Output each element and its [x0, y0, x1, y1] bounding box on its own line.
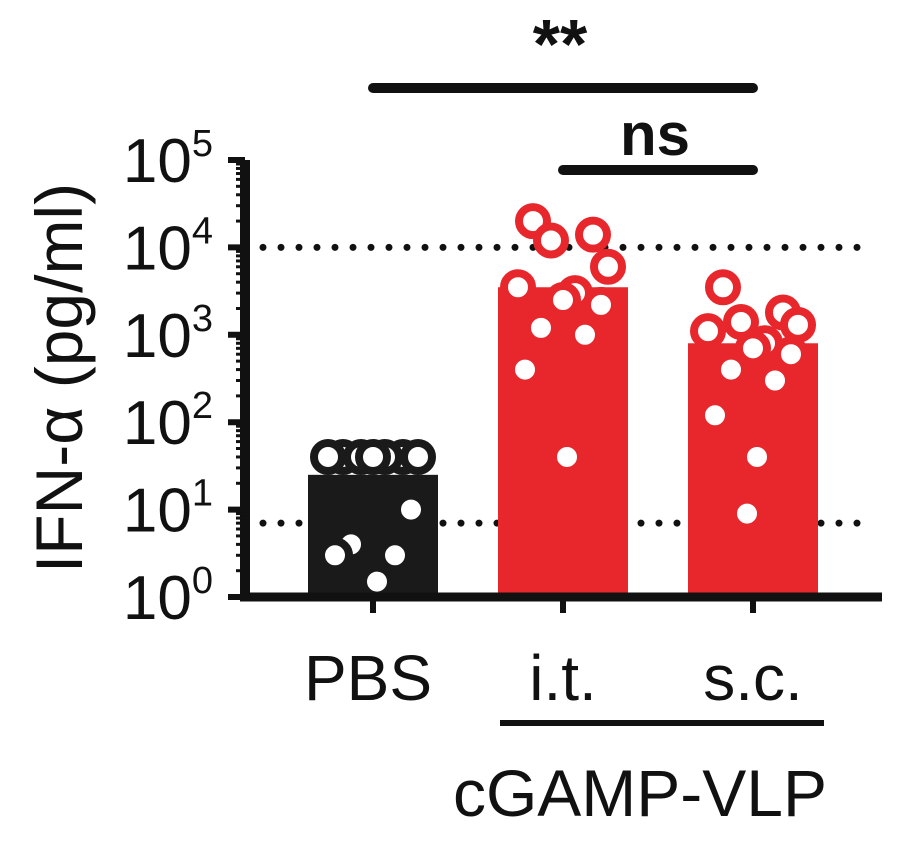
y-tick-label-1: 101	[123, 473, 213, 546]
data-point-2-4	[690, 313, 726, 350]
data-point-0-6	[355, 438, 391, 475]
data-point-0-3	[400, 438, 436, 475]
y-tick-label-5: 105	[123, 123, 213, 196]
y-tick-label-2: 102	[123, 385, 213, 458]
data-point-1-6	[545, 282, 581, 319]
data-point-2-11	[739, 438, 775, 475]
data-point-1-11	[549, 438, 585, 475]
data-point-2-7	[773, 336, 809, 373]
significance-annotations: ** ns	[368, 5, 758, 175]
x-tick-label-0: PBS	[304, 642, 432, 714]
y-tick-label-0: 100	[123, 560, 213, 633]
data-point-2-10	[697, 397, 733, 434]
data-point-1-2	[533, 222, 569, 259]
data-point-1-3	[590, 248, 626, 285]
data-point-2-0	[705, 269, 741, 306]
significance-label-1: ns	[620, 101, 690, 168]
data-point-2-12	[729, 495, 765, 532]
data-point-0-4	[310, 438, 346, 475]
data-point-1-9	[567, 316, 603, 353]
data-point-1-4	[500, 269, 536, 306]
data-point-0-11	[359, 563, 395, 600]
x-tick-label-1: i.t.	[529, 642, 597, 714]
x-ticks: PBS i.t. s.c.	[304, 597, 803, 714]
y-axis-label: IFN-α (pg/ml)	[22, 183, 96, 573]
significance-label-0: **	[533, 5, 588, 83]
data-point-2-9	[757, 362, 793, 399]
data-point-1-1	[575, 216, 611, 253]
data-point-1-8	[523, 309, 559, 346]
data-point-1-10	[507, 351, 543, 388]
group-label: cGAMP-VLP	[453, 756, 827, 830]
y-tick-label-3: 103	[123, 298, 213, 371]
data-points	[310, 203, 816, 600]
data-point-2-3	[780, 306, 816, 343]
data-point-2-6	[735, 330, 771, 367]
data-point-0-9	[377, 537, 413, 574]
data-point-0-10	[317, 537, 353, 574]
data-point-1-7	[583, 286, 619, 323]
data-point-2-8	[713, 351, 749, 388]
y-tick-label-4: 104	[123, 210, 213, 283]
y-ticks: 100 101 102 103 104 105	[123, 123, 245, 633]
x-tick-label-2: s.c.	[703, 642, 803, 714]
data-point-0-7	[393, 491, 429, 528]
